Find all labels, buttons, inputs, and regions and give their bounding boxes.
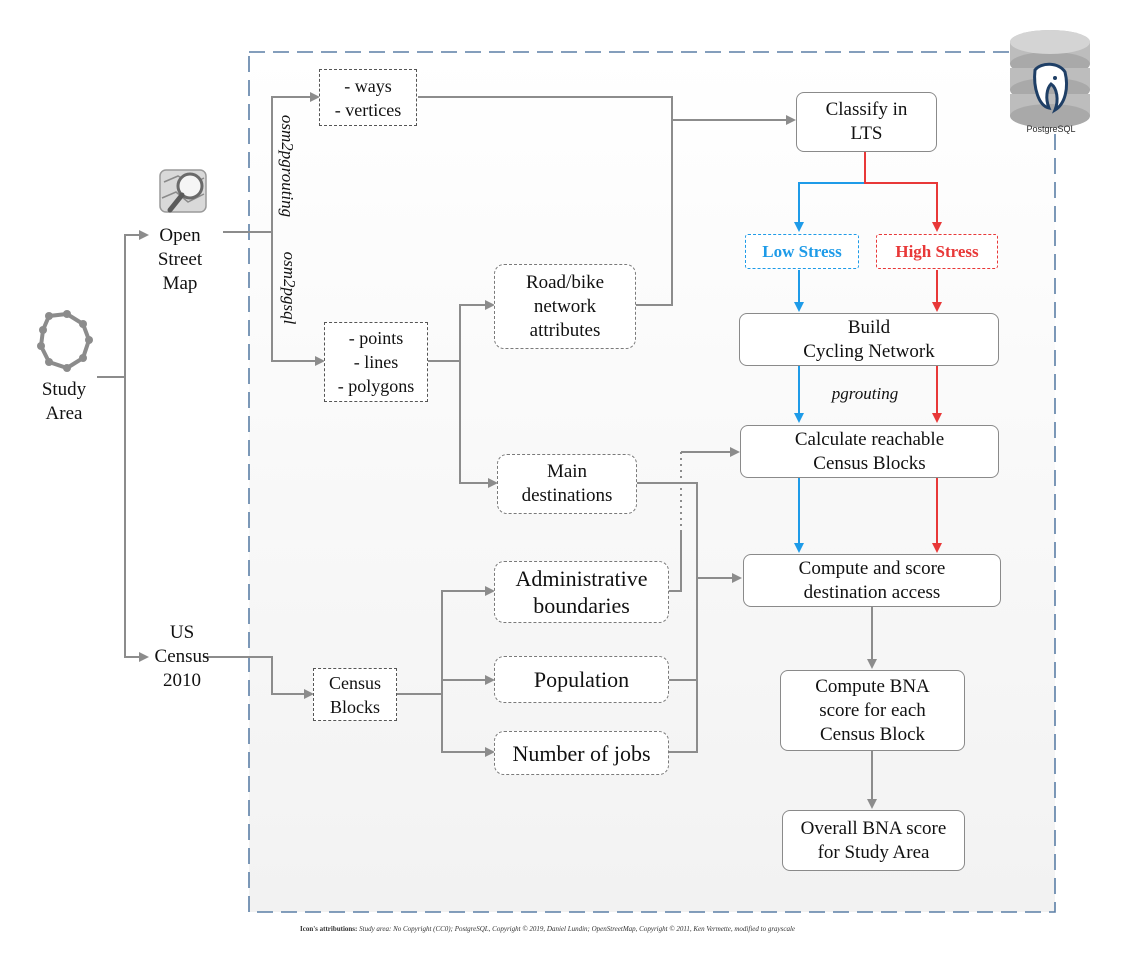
osm-line-2: Street (157, 249, 203, 270)
polygons-line: - polygons (337, 376, 415, 396)
build-line-2: Cycling Network (803, 340, 935, 362)
connector-blocks-to-jobs (441, 694, 495, 757)
lines-line: - lines (353, 352, 399, 372)
main-destinations-line-2: destinations (521, 485, 613, 506)
compute-bna-box: Compute BNA score for each Census Block (780, 670, 965, 751)
osm-line-1: Open (159, 225, 201, 246)
bna-line-3: Census Block (819, 723, 926, 745)
road-bike-line-3: attributes (529, 319, 601, 341)
connector-census-out (203, 656, 314, 699)
ways-line: - ways (344, 75, 392, 96)
administrative-boundaries-box: Administrative boundaries (494, 561, 669, 623)
us-census-label: US Census 2010 (142, 621, 222, 693)
main-destinations-box: Main destinations (497, 454, 637, 514)
number-of-jobs-line: Number of jobs (512, 740, 651, 766)
compute-score-box: Compute and score destination access (743, 554, 1001, 607)
classify-lts-box: Classify in LTS (796, 92, 937, 152)
vertices-line: - vertices (334, 99, 402, 120)
census-line-1: US (169, 622, 195, 643)
icon-attribution: Icon's attributions: Study area: No Copy… (300, 925, 920, 933)
compute-line-2: destination access (803, 581, 941, 603)
census-blocks-line-2: Blocks (329, 696, 380, 717)
connector-osm-to-points (271, 232, 325, 366)
calc-line-1: Calculate reachable (794, 428, 945, 450)
postgresql-logo: PostgreSQL (1005, 28, 1095, 140)
connector-ways-to-classify (418, 96, 796, 125)
compute-line-1: Compute and score (798, 557, 946, 579)
postgresql-elephant-icon (1010, 30, 1090, 128)
overall-line-2: for Study Area (817, 841, 930, 863)
census-blocks-line-1: Census (328, 672, 381, 693)
open-street-map-label: Open Street Map (140, 224, 220, 296)
connector-lts-high (864, 152, 942, 232)
overall-line-1: Overall BNA score (800, 817, 947, 839)
connector-dest-to-compute (637, 482, 698, 578)
population-box: Population (494, 656, 669, 703)
low-stress-box: Low Stress (745, 234, 859, 269)
points-lines-polygons-box: - points - lines - polygons (324, 322, 428, 402)
ways-vertices-box: - ways - vertices (319, 69, 417, 126)
census-line-3: 2010 (163, 670, 201, 691)
connector-road-to-classify (636, 120, 673, 306)
calculate-reachable-box: Calculate reachable Census Blocks (740, 425, 999, 478)
study-area-line-2: Area (45, 403, 83, 424)
connector-to-census (124, 377, 149, 662)
build-cycling-network-box: Build Cycling Network (739, 313, 999, 366)
classify-line-1: Classify in (825, 99, 908, 120)
census-line-2: Census (154, 646, 210, 667)
road-bike-line-2: network (533, 295, 597, 317)
osm2pgsql-label: osm2pgsql (280, 251, 299, 325)
population-line: Population (533, 667, 630, 692)
connector-blocks-to-admin (441, 586, 495, 694)
osm-line-3: Map (162, 273, 198, 294)
postgresql-logo-text: PostgreSQL (1026, 124, 1076, 134)
bna-line-2: score for each (819, 699, 926, 721)
calc-line-2: Census Blocks (813, 452, 926, 474)
main-destinations-line-1: Main (546, 461, 588, 482)
admin-line-1: Administrative (515, 566, 648, 591)
osm2pgrouting-label: osm2pgrouting (278, 114, 297, 218)
admin-line-2: boundaries (533, 593, 630, 618)
points-line: - points (348, 328, 404, 348)
connector-admin-up (669, 532, 682, 592)
census-blocks-box: Census Blocks (313, 668, 397, 721)
study-area-icon (37, 310, 93, 372)
connector-osm-to-ways (271, 92, 320, 232)
road-bike-line-1: Road/bike (525, 271, 605, 293)
high-stress-box: High Stress (876, 234, 998, 269)
build-line-1: Build (847, 316, 891, 338)
number-of-jobs-box: Number of jobs (494, 731, 669, 775)
openstreetmap-magnifier-icon (159, 169, 207, 213)
pgrouting-label: pgrouting (831, 384, 899, 403)
attribution-text: Study area: No Copyright (CC0); PostgreS… (359, 925, 796, 933)
study-area-label: Study Area (24, 378, 104, 426)
bna-line-1: Compute BNA (815, 675, 930, 697)
road-bike-attributes-box: Road/bike network attributes (494, 264, 636, 349)
connector-jobs-to-compute (669, 578, 698, 753)
overall-bna-box: Overall BNA score for Study Area (782, 810, 965, 871)
connector-points-to-road (459, 300, 495, 361)
classify-line-2: LTS (850, 123, 883, 144)
connector-points-to-dest (459, 361, 498, 488)
study-area-line-1: Study (41, 379, 87, 400)
attribution-label: Icon's attributions: (300, 925, 358, 933)
connector-to-osm (124, 230, 149, 377)
